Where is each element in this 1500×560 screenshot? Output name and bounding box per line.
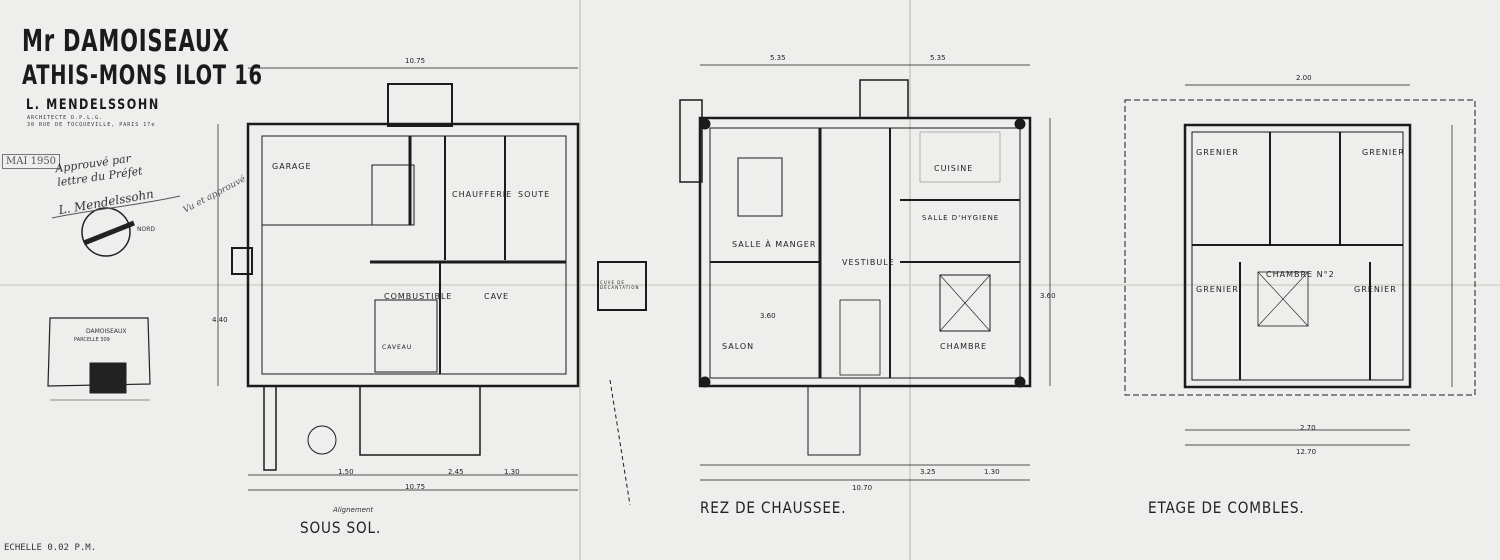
client-title: Mr DAMOISEAUX xyxy=(22,24,230,59)
plan-title-ground: REZ DE CHAUSSEE. xyxy=(700,498,847,517)
dim-basement-bottom: 10.75 xyxy=(405,483,426,491)
architect-title: ARCHITECTE D.P.L.G. xyxy=(27,115,104,121)
dim-ground-top: 5.35 xyxy=(770,54,786,62)
room-chambre-2: CHAMBRE N°2 xyxy=(1266,270,1335,279)
plan-title-basement: SOUS SOL. xyxy=(300,518,382,537)
room-cuve: CUVE DE DÉCANTATION xyxy=(600,280,640,290)
dim-ground-a: 3.25 xyxy=(920,468,936,476)
room-soute: SOUTE xyxy=(518,190,551,199)
dim-ground-bottom: 10.70 xyxy=(852,484,873,492)
room-caveau: CAVEAU xyxy=(382,344,413,351)
dim-salon: 3.60 xyxy=(760,312,776,320)
room-salle-a-manger: SALLE À MANGER xyxy=(732,240,817,249)
room-chambre: CHAMBRE xyxy=(940,342,988,351)
dim-basement-side: 4.40 xyxy=(212,316,228,324)
lot-title: DAMOISEAUX xyxy=(86,328,127,335)
room-vestibule: VESTIBULE xyxy=(842,258,895,267)
alignment-label: Alignement xyxy=(333,506,374,514)
room-grenier-se: GRENIER xyxy=(1354,285,1397,294)
dim-basement-b: 2.45 xyxy=(448,468,464,476)
room-chaufferie: CHAUFFERIE xyxy=(452,190,513,199)
architect-name: L. MENDELSSOHN xyxy=(26,97,160,113)
dim-attic-bottom: 2.70 xyxy=(1300,424,1316,432)
room-grenier-sw: GRENIER xyxy=(1196,285,1239,294)
dim-basement-c: 1.30 xyxy=(504,468,520,476)
north-label: NORD xyxy=(137,226,155,233)
architect-address: 30 RUE DE TOCQUEVILLE, PARIS 17e xyxy=(27,122,156,128)
dim-attic-total: 12.70 xyxy=(1296,448,1317,456)
dim-basement-a: 1.50 xyxy=(338,468,354,476)
room-grenier-nw: GRENIER xyxy=(1196,148,1239,157)
plan-ground-floor xyxy=(679,64,1051,481)
room-salon: SALON xyxy=(722,342,755,351)
room-grenier-ne: GRENIER xyxy=(1362,148,1405,157)
plan-title-attic: ETAGE DE COMBLES. xyxy=(1148,498,1305,517)
north-compass xyxy=(81,207,135,257)
plan-attic xyxy=(1124,84,1476,446)
date-stamp: MAI 1950 xyxy=(2,154,61,169)
plan-basement xyxy=(217,67,647,506)
signature-stroke xyxy=(51,195,181,219)
dim-ground-top-right: 5.35 xyxy=(930,54,946,62)
dim-chambre: 3.60 xyxy=(1040,292,1056,300)
dim-ground-b: 1.30 xyxy=(984,468,1000,476)
room-garage: GARAGE xyxy=(272,162,312,171)
lot-parcel: PARCELLE 309 xyxy=(74,337,110,343)
scale-label: ECHELLE 0.02 P.M. xyxy=(4,543,97,553)
room-salle-hygiene: SALLE D'HYGIENE xyxy=(922,214,1000,222)
room-cuisine: CUISINE xyxy=(934,164,974,173)
room-combustible: COMBUSTIBLE xyxy=(384,292,453,301)
lot-site-plan xyxy=(47,317,151,401)
dim-basement-top: 10.75 xyxy=(405,57,426,65)
dim-attic-top: 2.00 xyxy=(1296,74,1312,82)
room-cave: CAVE xyxy=(484,292,510,301)
site-title: ATHIS-MONS ILOT 16 xyxy=(22,60,263,91)
